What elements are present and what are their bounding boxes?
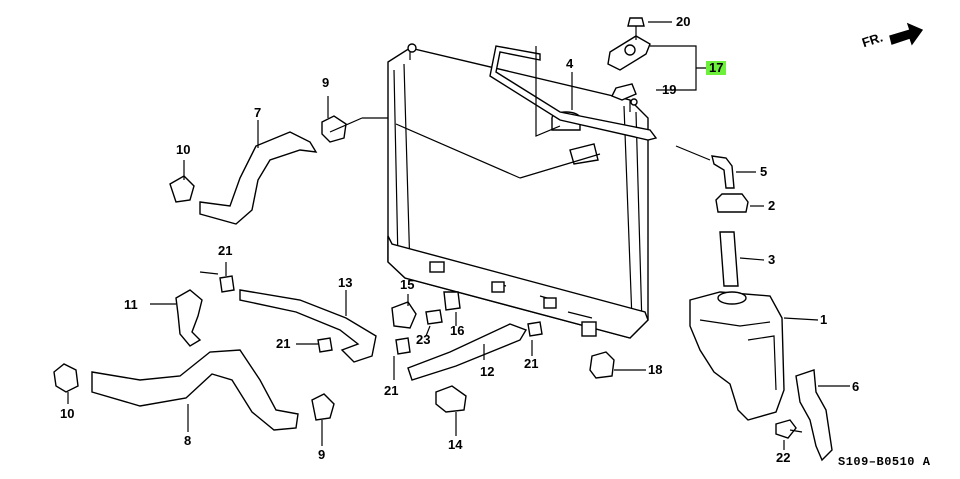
drawing-code: S109–B0510 A bbox=[838, 455, 931, 469]
hose-clamp bbox=[169, 175, 195, 203]
lower-cushion bbox=[589, 351, 615, 379]
callout-17: 17 bbox=[706, 61, 727, 75]
hose-clamp bbox=[175, 289, 203, 347]
callout-19: 19 bbox=[662, 82, 677, 97]
callout-20: 20 bbox=[676, 14, 691, 29]
upper-hose bbox=[199, 131, 318, 225]
callout-5: 5 bbox=[760, 164, 768, 179]
callout-21: 21 bbox=[384, 383, 399, 398]
bolt-22 bbox=[775, 419, 803, 439]
lower-hose bbox=[91, 349, 299, 431]
callout-2: 2 bbox=[768, 198, 776, 213]
callout-10: 10 bbox=[176, 142, 191, 157]
callout-23: 23 bbox=[416, 332, 431, 347]
callout-21: 21 bbox=[218, 243, 233, 258]
tank-bracket bbox=[795, 369, 833, 462]
callout-9: 9 bbox=[322, 75, 330, 90]
callout-6: 6 bbox=[852, 379, 860, 394]
leader-lines bbox=[67, 21, 850, 450]
callout-18: 18 bbox=[648, 362, 663, 377]
callout-14: 14 bbox=[448, 437, 463, 452]
reserve-tank bbox=[689, 291, 785, 421]
callout-9: 9 bbox=[318, 447, 326, 462]
drain-plug bbox=[391, 301, 417, 329]
callout-8: 8 bbox=[184, 433, 192, 448]
callout-1: 1 bbox=[820, 312, 828, 327]
overflow-tube bbox=[489, 45, 658, 141]
callout-13: 13 bbox=[338, 275, 353, 290]
callout-10: 10 bbox=[60, 406, 75, 421]
callout-21: 21 bbox=[524, 356, 539, 371]
front-arrow-icon bbox=[889, 22, 924, 46]
callout-4: 4 bbox=[566, 56, 574, 71]
hose-clamp bbox=[53, 363, 79, 393]
bracket-assembly bbox=[607, 17, 651, 101]
callout-12: 12 bbox=[480, 364, 495, 379]
reservoir-cap bbox=[715, 193, 749, 213]
callout-21: 21 bbox=[276, 336, 291, 351]
hose-clip bbox=[435, 385, 467, 413]
callout-3: 3 bbox=[768, 252, 776, 267]
breather-tube bbox=[711, 155, 735, 189]
packing bbox=[443, 291, 461, 311]
callout-7: 7 bbox=[254, 105, 262, 120]
reservoir-hose bbox=[719, 231, 739, 287]
hose-clamp bbox=[311, 393, 335, 421]
drain-bolt bbox=[425, 309, 443, 325]
callout-16: 16 bbox=[450, 323, 465, 338]
callout-15: 15 bbox=[400, 277, 415, 292]
atf-hose bbox=[239, 289, 377, 363]
callout-22: 22 bbox=[776, 450, 791, 465]
hose-clamp bbox=[321, 115, 347, 143]
callout-11: 11 bbox=[124, 297, 138, 312]
atf-hose bbox=[407, 323, 528, 381]
